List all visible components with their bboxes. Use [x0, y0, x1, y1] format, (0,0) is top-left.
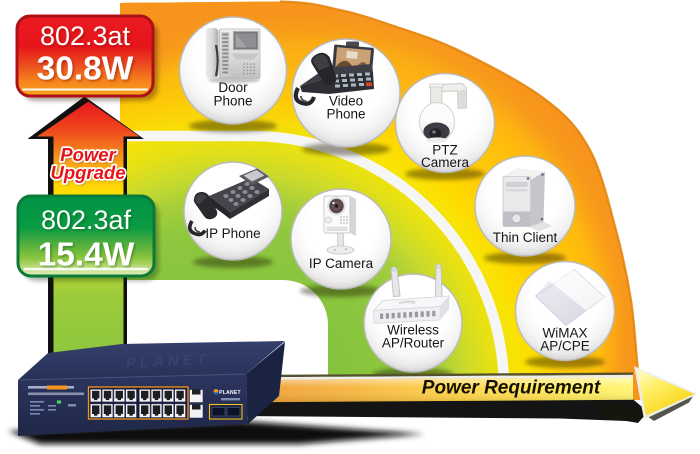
svg-text:PTZ: PTZ [432, 143, 458, 158]
svg-text:PLANET: PLANET [125, 351, 210, 372]
svg-text:Camera: Camera [421, 155, 470, 170]
svg-text:PLANET: PLANET [219, 390, 241, 396]
svg-text:Phone: Phone [213, 94, 252, 109]
svg-text:15.4W: 15.4W [39, 238, 136, 275]
svg-text:WiMAX: WiMAX [543, 326, 588, 341]
svg-text:Power: Power [62, 146, 119, 167]
svg-text:AP/Router: AP/Router [382, 336, 445, 351]
svg-text:Thin Client: Thin Client [493, 230, 558, 245]
svg-text:Phone: Phone [326, 107, 365, 122]
svg-text:Power Requirement: Power Requirement [422, 378, 601, 399]
svg-text:802.3af: 802.3af [42, 207, 133, 237]
svg-text:30.8W: 30.8W [38, 52, 135, 89]
svg-text:Video: Video [329, 94, 363, 109]
svg-text:15.4W: 15.4W [38, 237, 135, 274]
svg-text:Power: Power [60, 144, 117, 165]
svg-text:Upgrade: Upgrade [52, 164, 127, 185]
svg-text:IP Camera: IP Camera [309, 256, 374, 271]
svg-text:Wireless: Wireless [387, 323, 439, 338]
svg-text:802.3af: 802.3af [41, 205, 132, 235]
svg-text:IP Phone: IP Phone [205, 226, 260, 241]
svg-text:802.3at: 802.3at [40, 21, 131, 51]
svg-text:Door: Door [218, 80, 248, 95]
svg-text:AP/CPE: AP/CPE [540, 339, 590, 354]
svg-text:Upgrade: Upgrade [50, 162, 125, 183]
svg-text:802.3at: 802.3at [41, 23, 132, 53]
svg-text:30.8W: 30.8W [37, 51, 134, 88]
